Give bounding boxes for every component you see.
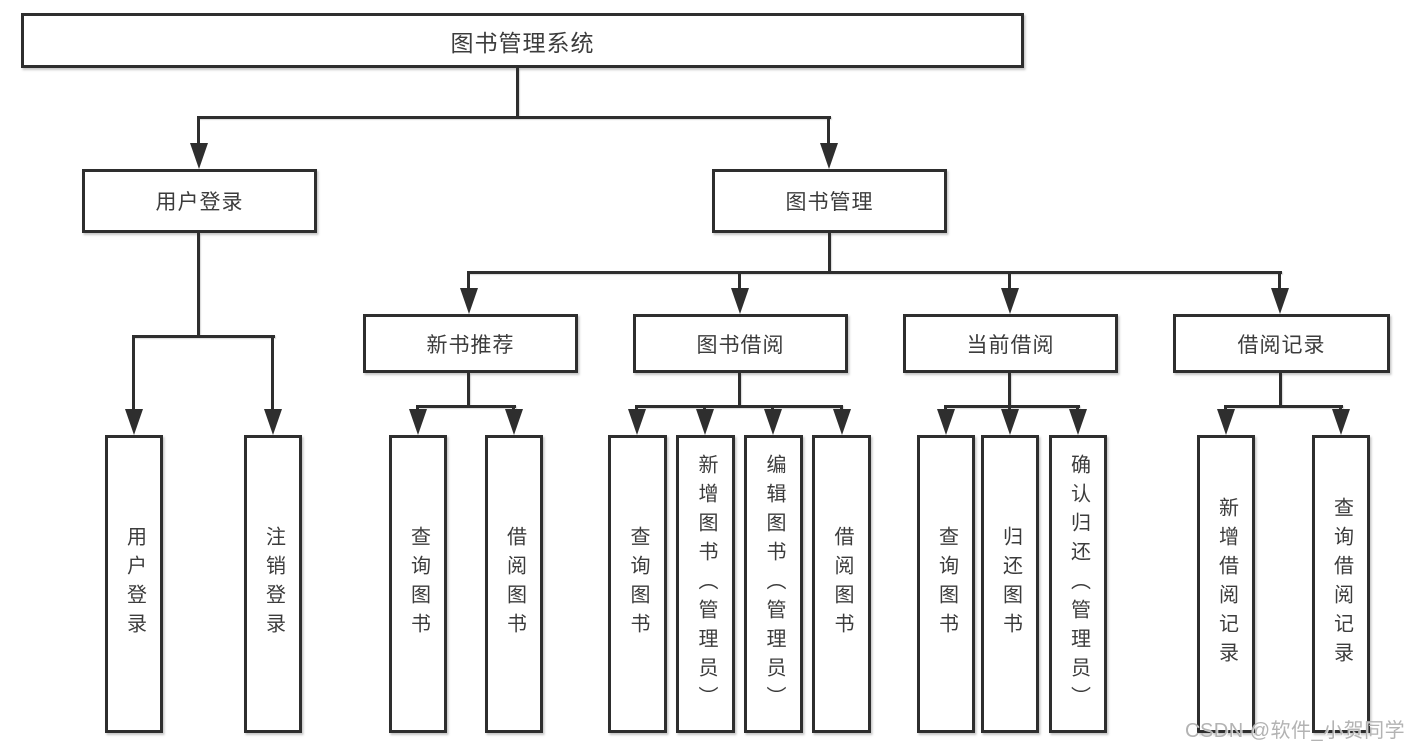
leaf-label: 新增借阅记录 — [1215, 497, 1238, 671]
connector-borrow-record-hline — [1224, 405, 1343, 408]
node-book-borrowing: 图书借阅 — [633, 314, 848, 373]
arrow-to-leaf-query-record — [1331, 405, 1350, 435]
node-label: 图书管理 — [785, 191, 874, 214]
connector-user-login-stub — [197, 233, 200, 335]
node-label: 图书管理系统 — [450, 29, 595, 56]
leaf-label: 注销登录 — [262, 526, 285, 642]
connector-book-management-stub — [828, 233, 831, 271]
node-label: 当前借阅 — [966, 333, 1055, 357]
arrow-to-borrow-record — [1270, 271, 1289, 314]
leaf-label: 确认归还（管理员） — [1067, 453, 1090, 715]
leaf-query-books-current: 查询图书 — [917, 435, 975, 733]
arrow-to-leaf-borrow-books-b — [504, 405, 523, 435]
node-borrowing-records: 借阅记录 — [1173, 314, 1390, 373]
leaf-query-books-borrow: 查询图书 — [608, 435, 667, 733]
arrow-to-leaf-borrow-books-c — [832, 405, 851, 435]
connector-book-borrow-hline — [635, 405, 843, 408]
connector-new-book-stub — [467, 373, 470, 405]
arrow-to-leaf-query-books-d — [936, 405, 955, 435]
arrow-to-current-borrow — [1000, 271, 1019, 314]
leaf-label: 归还图书 — [999, 526, 1022, 642]
leaf-logout: 注销登录 — [244, 435, 302, 733]
connector-borrow-record-stub — [1279, 373, 1282, 405]
connector-level3-hline — [468, 271, 1282, 274]
node-new-book-recommendation: 新书推荐 — [363, 314, 578, 373]
connector-current-borrow-hline — [944, 405, 1080, 408]
connector-root-stub — [516, 68, 519, 118]
leaf-confirm-return-admin: 确认归还（管理员） — [1049, 435, 1107, 733]
node-user-login: 用户登录 — [82, 169, 317, 233]
arrow-to-leaf-confirm-return — [1068, 405, 1087, 435]
node-label: 新书推荐 — [426, 333, 515, 357]
connector-current-borrow-stub — [1008, 373, 1011, 405]
leaf-label: 借阅图书 — [831, 526, 853, 642]
leaf-borrow-books: 借阅图书 — [812, 435, 871, 733]
leaf-return-books: 归还图书 — [981, 435, 1039, 733]
arrow-to-leaf-return-books — [1000, 405, 1019, 435]
leaf-query-borrow-record: 查询借阅记录 — [1312, 435, 1370, 733]
leaf-label: 新增图书（管理员） — [695, 453, 717, 715]
leaf-label: 编辑图书（管理员） — [763, 453, 785, 715]
arrow-to-leaf-add-record — [1216, 405, 1235, 435]
leaf-label: 用户登录 — [123, 526, 146, 642]
arrow-to-leaf-logout — [263, 335, 282, 435]
node-book-management: 图书管理 — [712, 169, 947, 233]
leaf-user-login: 用户登录 — [105, 435, 163, 733]
arrow-to-leaf-query-books-b — [408, 405, 427, 435]
leaf-borrow-books-recommend: 借阅图书 — [485, 435, 543, 733]
leaf-label: 查询图书 — [407, 526, 430, 642]
leaf-label: 查询借阅记录 — [1330, 497, 1353, 671]
arrow-to-new-book-recommend — [459, 271, 478, 314]
node-library-management-system: 图书管理系统 — [21, 13, 1024, 68]
arrow-to-book-management — [819, 116, 838, 169]
connector-new-book-hline — [416, 405, 516, 408]
leaf-label: 查询图书 — [627, 526, 649, 642]
leaf-edit-books-admin: 编辑图书（管理员） — [744, 435, 803, 733]
arrow-to-leaf-edit-books — [763, 405, 782, 435]
node-current-borrowing: 当前借阅 — [903, 314, 1118, 373]
arrow-to-leaf-user-login — [124, 335, 143, 435]
leaf-label: 查询图书 — [935, 526, 958, 642]
arrow-to-leaf-add-books — [695, 405, 714, 435]
arrow-to-book-borrow — [730, 271, 749, 314]
node-label: 图书借阅 — [696, 333, 785, 357]
leaf-label: 借阅图书 — [503, 526, 526, 642]
csdn-watermark: CSDN @软件_小贺同学 — [1185, 720, 1405, 742]
leaf-query-books-recommend: 查询图书 — [389, 435, 447, 733]
connector-level1-hline — [197, 116, 831, 119]
node-label: 用户登录 — [155, 191, 244, 214]
connector-book-borrow-stub — [738, 373, 741, 405]
connector-user-login-hline — [132, 335, 275, 338]
node-label: 借阅记录 — [1237, 333, 1326, 357]
leaf-add-borrow-record: 新增借阅记录 — [1197, 435, 1255, 733]
arrow-to-user-login — [189, 116, 208, 169]
leaf-add-books-admin: 新增图书（管理员） — [676, 435, 735, 733]
arrow-to-leaf-query-books-c — [627, 405, 646, 435]
